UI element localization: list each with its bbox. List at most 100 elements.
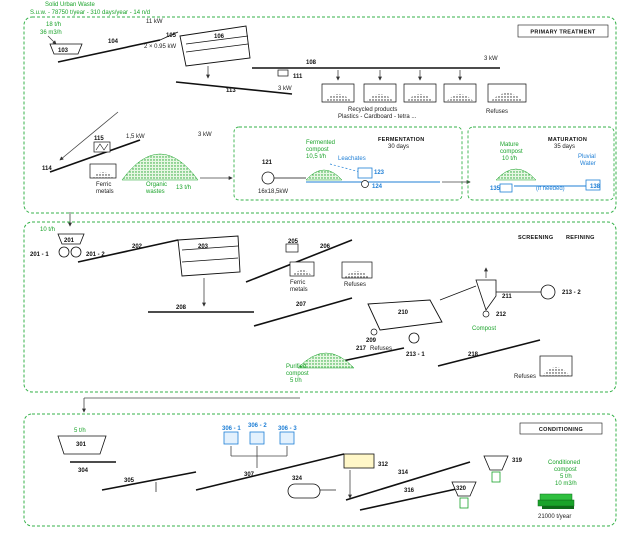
purified-2: compost — [286, 371, 309, 377]
ferric-2b: metals — [290, 287, 308, 293]
fan-213-1 — [408, 332, 420, 344]
feeder-201-2 — [70, 246, 82, 258]
tag-135: 135 — [490, 186, 501, 192]
leachates: Leachates — [338, 156, 366, 162]
leachate-tank-123 — [357, 167, 373, 179]
leachate-dashed — [329, 163, 361, 173]
tag-201: 201 — [64, 238, 75, 244]
conveyor-104 — [57, 39, 161, 63]
ferric-1: Ferric — [96, 182, 111, 188]
pluvial-tank-138 — [585, 179, 601, 191]
bin-pile — [366, 94, 394, 102]
conveyor-314 — [345, 461, 471, 501]
conveyor-114 — [49, 139, 141, 173]
fermentation-section — [233, 126, 463, 201]
if-needed: (if needed) — [536, 186, 565, 192]
maturing-pile — [495, 168, 537, 181]
tag-307: 307 — [244, 472, 255, 478]
receiving-hopper-103 — [49, 43, 83, 55]
screening-section — [23, 221, 617, 393]
conditioning-section — [23, 413, 617, 527]
trommel-line — [185, 35, 249, 45]
trommel-screen-106 — [179, 25, 251, 67]
pluvial-1: Pluvial — [578, 154, 596, 160]
fermentation-days: 30 days — [388, 144, 409, 150]
tag-106: 106 — [214, 34, 225, 40]
screening-header-a: SCREENING — [518, 235, 553, 241]
conveyor-316 — [359, 485, 471, 511]
pallet-layer — [537, 499, 575, 507]
bag-319 — [491, 471, 501, 483]
tag-213-1: 213 - 1 — [406, 352, 425, 358]
compost-out: Compost — [472, 326, 496, 332]
conveyor-218 — [437, 339, 541, 367]
cyclone-211 — [475, 279, 497, 311]
cond-in: 5 t/h — [74, 428, 86, 434]
tag-121: 121 — [262, 160, 273, 166]
water-tank-324 — [287, 483, 321, 499]
primary-treatment-section — [23, 16, 617, 214]
cond-out-2: compost — [554, 467, 577, 473]
conveyor-307 — [195, 453, 345, 491]
kw-11: 11 kW — [146, 19, 163, 25]
tag-217: 217 — [356, 346, 367, 352]
magnet-205 — [285, 243, 299, 253]
refuse-pile-4 — [542, 367, 570, 376]
return-arrow — [59, 111, 119, 161]
organic-rate: 13 t/h — [176, 185, 191, 191]
refuses-1: Refuses — [486, 109, 508, 115]
refuse-pile — [490, 93, 524, 102]
bag-opener-105 — [159, 31, 179, 41]
tag-306-2: 306 - 2 — [248, 423, 267, 429]
tag-111: 111 — [293, 74, 303, 80]
bin-pile — [324, 94, 352, 102]
tag-202: 202 — [132, 244, 143, 250]
fermented-1: Fermented — [306, 140, 335, 146]
kw-3a: 3 kW — [484, 56, 498, 62]
tag-207: 207 — [296, 302, 307, 308]
pallet-layer — [539, 493, 573, 501]
tag-209: 209 — [366, 338, 377, 344]
trommel-203 — [177, 235, 241, 277]
magnet-symbol — [95, 143, 109, 151]
tag-320: 320 — [456, 486, 467, 492]
conditioning-header: CONDITIONING — [539, 427, 583, 433]
refuses-4: Refuses — [514, 374, 536, 380]
tag-211: 211 — [502, 294, 512, 300]
header-rate: S.u.w. - 78750 t/year - 310 days/year - … — [30, 10, 150, 16]
pallet-base — [542, 506, 574, 509]
ferric-pile-2 — [292, 270, 312, 276]
kw-3b: 3 kW — [278, 86, 292, 92]
fermented-2: compost — [306, 147, 329, 153]
organic-waste-pile — [121, 153, 199, 181]
bagging-hopper-320 — [451, 481, 477, 497]
ferric-pile-1 — [92, 172, 114, 178]
tag-115: 115 — [94, 136, 104, 142]
input-arrow — [47, 35, 57, 45]
mature-1: Mature — [500, 142, 519, 148]
tag-114: 114 — [42, 166, 52, 172]
tag-203: 203 — [198, 244, 209, 250]
tag-206: 206 — [320, 244, 331, 250]
tag-104: 104 — [108, 39, 119, 45]
tag-306-3: 306 - 3 — [278, 426, 297, 432]
pump-124 — [361, 180, 369, 188]
silo-306-3 — [279, 431, 295, 445]
tag-218: 218 — [468, 352, 479, 358]
bag-320 — [459, 497, 469, 509]
tag-319: 319 — [512, 458, 523, 464]
fan-label: 16x18,5kW — [258, 189, 288, 195]
trommel-line — [185, 43, 249, 53]
screening-header-b: REFINING — [566, 235, 595, 241]
conveyor-113 — [175, 81, 293, 95]
feeder-201-1 — [58, 246, 70, 258]
conveyor-305 — [101, 471, 197, 491]
tag-316: 316 — [404, 488, 415, 494]
primary-treatment-header: PRIMARY TREATMENT — [530, 30, 596, 36]
tank-135 — [499, 183, 513, 193]
silo-306-2 — [249, 431, 265, 445]
recycled-list: Plastics - Cardboard - tetra ... — [338, 114, 417, 120]
motor-2x: 2 × 0.95 kW — [144, 44, 177, 50]
conveyor-202 — [77, 239, 179, 263]
